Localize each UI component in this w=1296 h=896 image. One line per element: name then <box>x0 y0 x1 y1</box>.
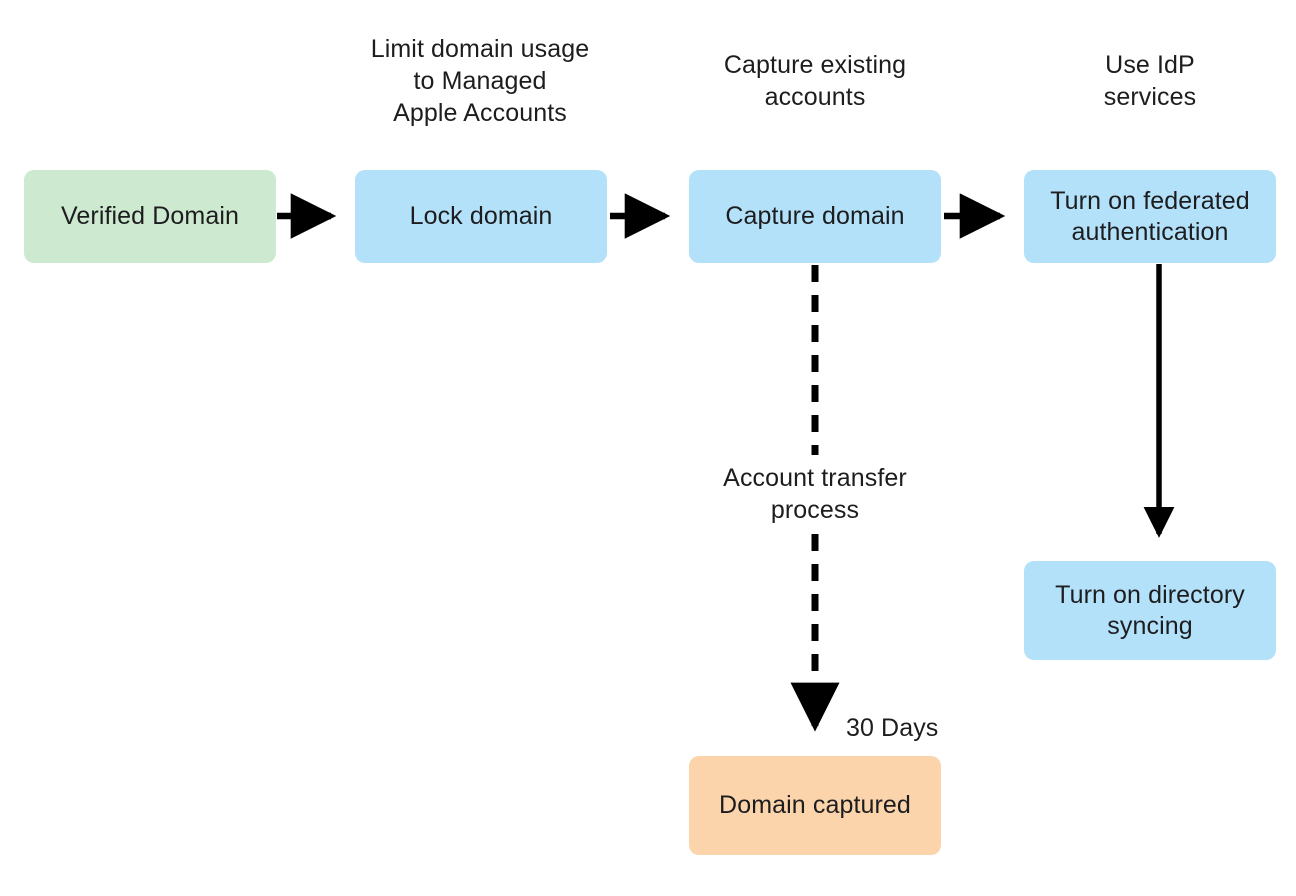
node-federated-authentication[interactable]: Turn on federated authentication <box>1024 170 1276 263</box>
edge-label-30-days: 30 Days <box>846 714 939 742</box>
node-lock-domain[interactable]: Lock domain <box>355 170 607 263</box>
caption-lock-domain: Limit domain usage to Managed Apple Acco… <box>370 35 590 127</box>
node-verified-domain[interactable]: Verified Domain <box>24 170 276 263</box>
node-directory-syncing[interactable]: Turn on directory syncing <box>1024 561 1276 660</box>
caption-capture-domain: Capture existing accounts <box>723 51 907 111</box>
node-domain-captured[interactable]: Domain captured <box>689 756 941 855</box>
node-capture-domain[interactable]: Capture domain <box>689 170 941 263</box>
caption-federated-auth: Use IdP services <box>1103 51 1197 111</box>
edge-label-account-transfer-process: Account transfer process <box>723 464 907 524</box>
